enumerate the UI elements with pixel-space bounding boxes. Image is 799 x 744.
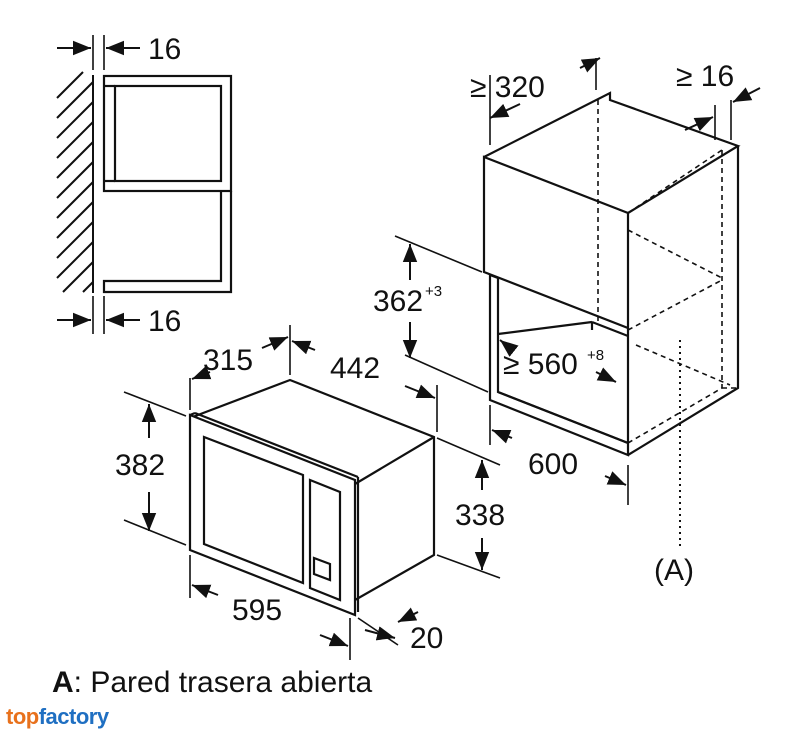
- microwave-dim-height-front: 382: [115, 449, 165, 482]
- cabinet: [394, 57, 761, 548]
- microwave-control-panel: [308, 478, 342, 602]
- wall-hatching: [56, 71, 94, 293]
- microwave-dim-height-body: 338: [455, 499, 505, 532]
- side-upper-unit: [102, 74, 233, 193]
- legend-text: : Pared trasera abierta: [73, 666, 373, 699]
- cabinet-upper-front: [482, 155, 630, 330]
- cabinet-dim-width: ≥ 560: [503, 348, 578, 381]
- microwave-front-frame: [188, 413, 357, 617]
- cabinet-dim-front: 600: [528, 448, 578, 481]
- microwave-dim-frame: 20: [410, 622, 443, 655]
- side-view: [56, 35, 233, 334]
- cabinet-dim-width-tol: +8: [587, 347, 604, 364]
- microwave-door: [202, 435, 305, 585]
- logo-part1: top: [6, 704, 39, 729]
- microwave-dim-width-front: 595: [232, 594, 282, 627]
- side-dim-top: 16: [148, 33, 181, 66]
- cabinet-dim-side-gap: ≥ 16: [676, 60, 734, 93]
- cabinet-dim-height: 362: [373, 285, 423, 318]
- logo-part2: factory: [38, 704, 109, 729]
- open-back-marker: (A): [654, 554, 694, 587]
- cabinet-dim-height-tol: +3: [425, 283, 442, 300]
- legend: A: Pared trasera abierta: [52, 666, 372, 700]
- side-upper-inner: [113, 84, 223, 183]
- cabinet-dim-depth: ≥ 320: [470, 71, 545, 104]
- topfactory-logo: topfactory: [6, 704, 109, 730]
- microwave-dim-depth: 315: [203, 344, 253, 377]
- microwave-dim-width-top: 442: [330, 352, 380, 385]
- legend-key: A: [52, 666, 74, 699]
- side-dim-bottom: 16: [148, 305, 181, 338]
- microwave: [123, 325, 501, 660]
- microwave-display: [312, 556, 332, 582]
